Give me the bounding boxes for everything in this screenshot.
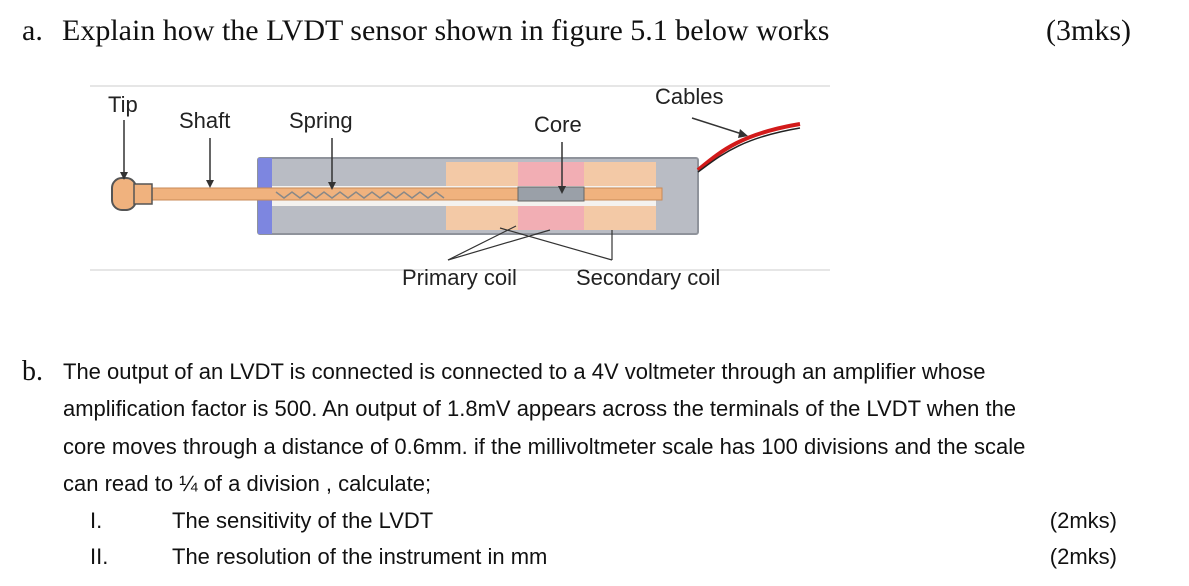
label-spring: Spring	[289, 108, 353, 133]
question-b-label: b.	[22, 356, 43, 387]
coil-center-lower	[518, 206, 584, 230]
label-cables: Cables	[655, 84, 723, 109]
coil-right-lower	[584, 206, 656, 230]
core	[517, 186, 585, 202]
coil-left-lower	[446, 206, 518, 230]
item-marks: (2mks)	[1049, 508, 1117, 533]
question-a-label: a.	[22, 14, 43, 47]
question-a-text: Explain how the LVDT sensor shown in fig…	[62, 14, 830, 47]
label-secondary-coil: Secondary coil	[576, 265, 720, 290]
label-tip: Tip	[108, 92, 138, 117]
question-a-marks: (3mks)	[1046, 14, 1131, 47]
question-b-line: core moves through a distance of 0.6mm. …	[63, 434, 1026, 459]
spring	[275, 191, 445, 199]
question-b-line: The output of an LVDT is connected is co…	[63, 359, 986, 384]
item-number: I.	[90, 508, 103, 533]
question-b-line: amplification factor is 500. An output o…	[63, 396, 1017, 421]
question-b-line: can read to ¼ of a division , calculate;	[63, 471, 432, 496]
cable	[696, 122, 801, 172]
coil-left-upper	[446, 162, 518, 186]
tip-knob	[111, 177, 137, 211]
coil-right-upper	[584, 162, 656, 186]
lvdt-figure: Tip Shaft Spring Core Cables Primary coi…	[90, 84, 830, 290]
coil-center-upper	[518, 162, 584, 186]
item-text: The resolution of the instrument in mm	[172, 544, 548, 569]
item-number: II.	[90, 544, 109, 569]
label-core: Core	[534, 112, 582, 137]
label-shaft: Shaft	[179, 108, 230, 133]
tip-neck	[133, 183, 153, 205]
item-text: The sensitivity of the LVDT	[172, 508, 434, 533]
label-primary-coil: Primary coil	[402, 265, 517, 290]
item-marks: (2mks)	[1049, 544, 1117, 569]
